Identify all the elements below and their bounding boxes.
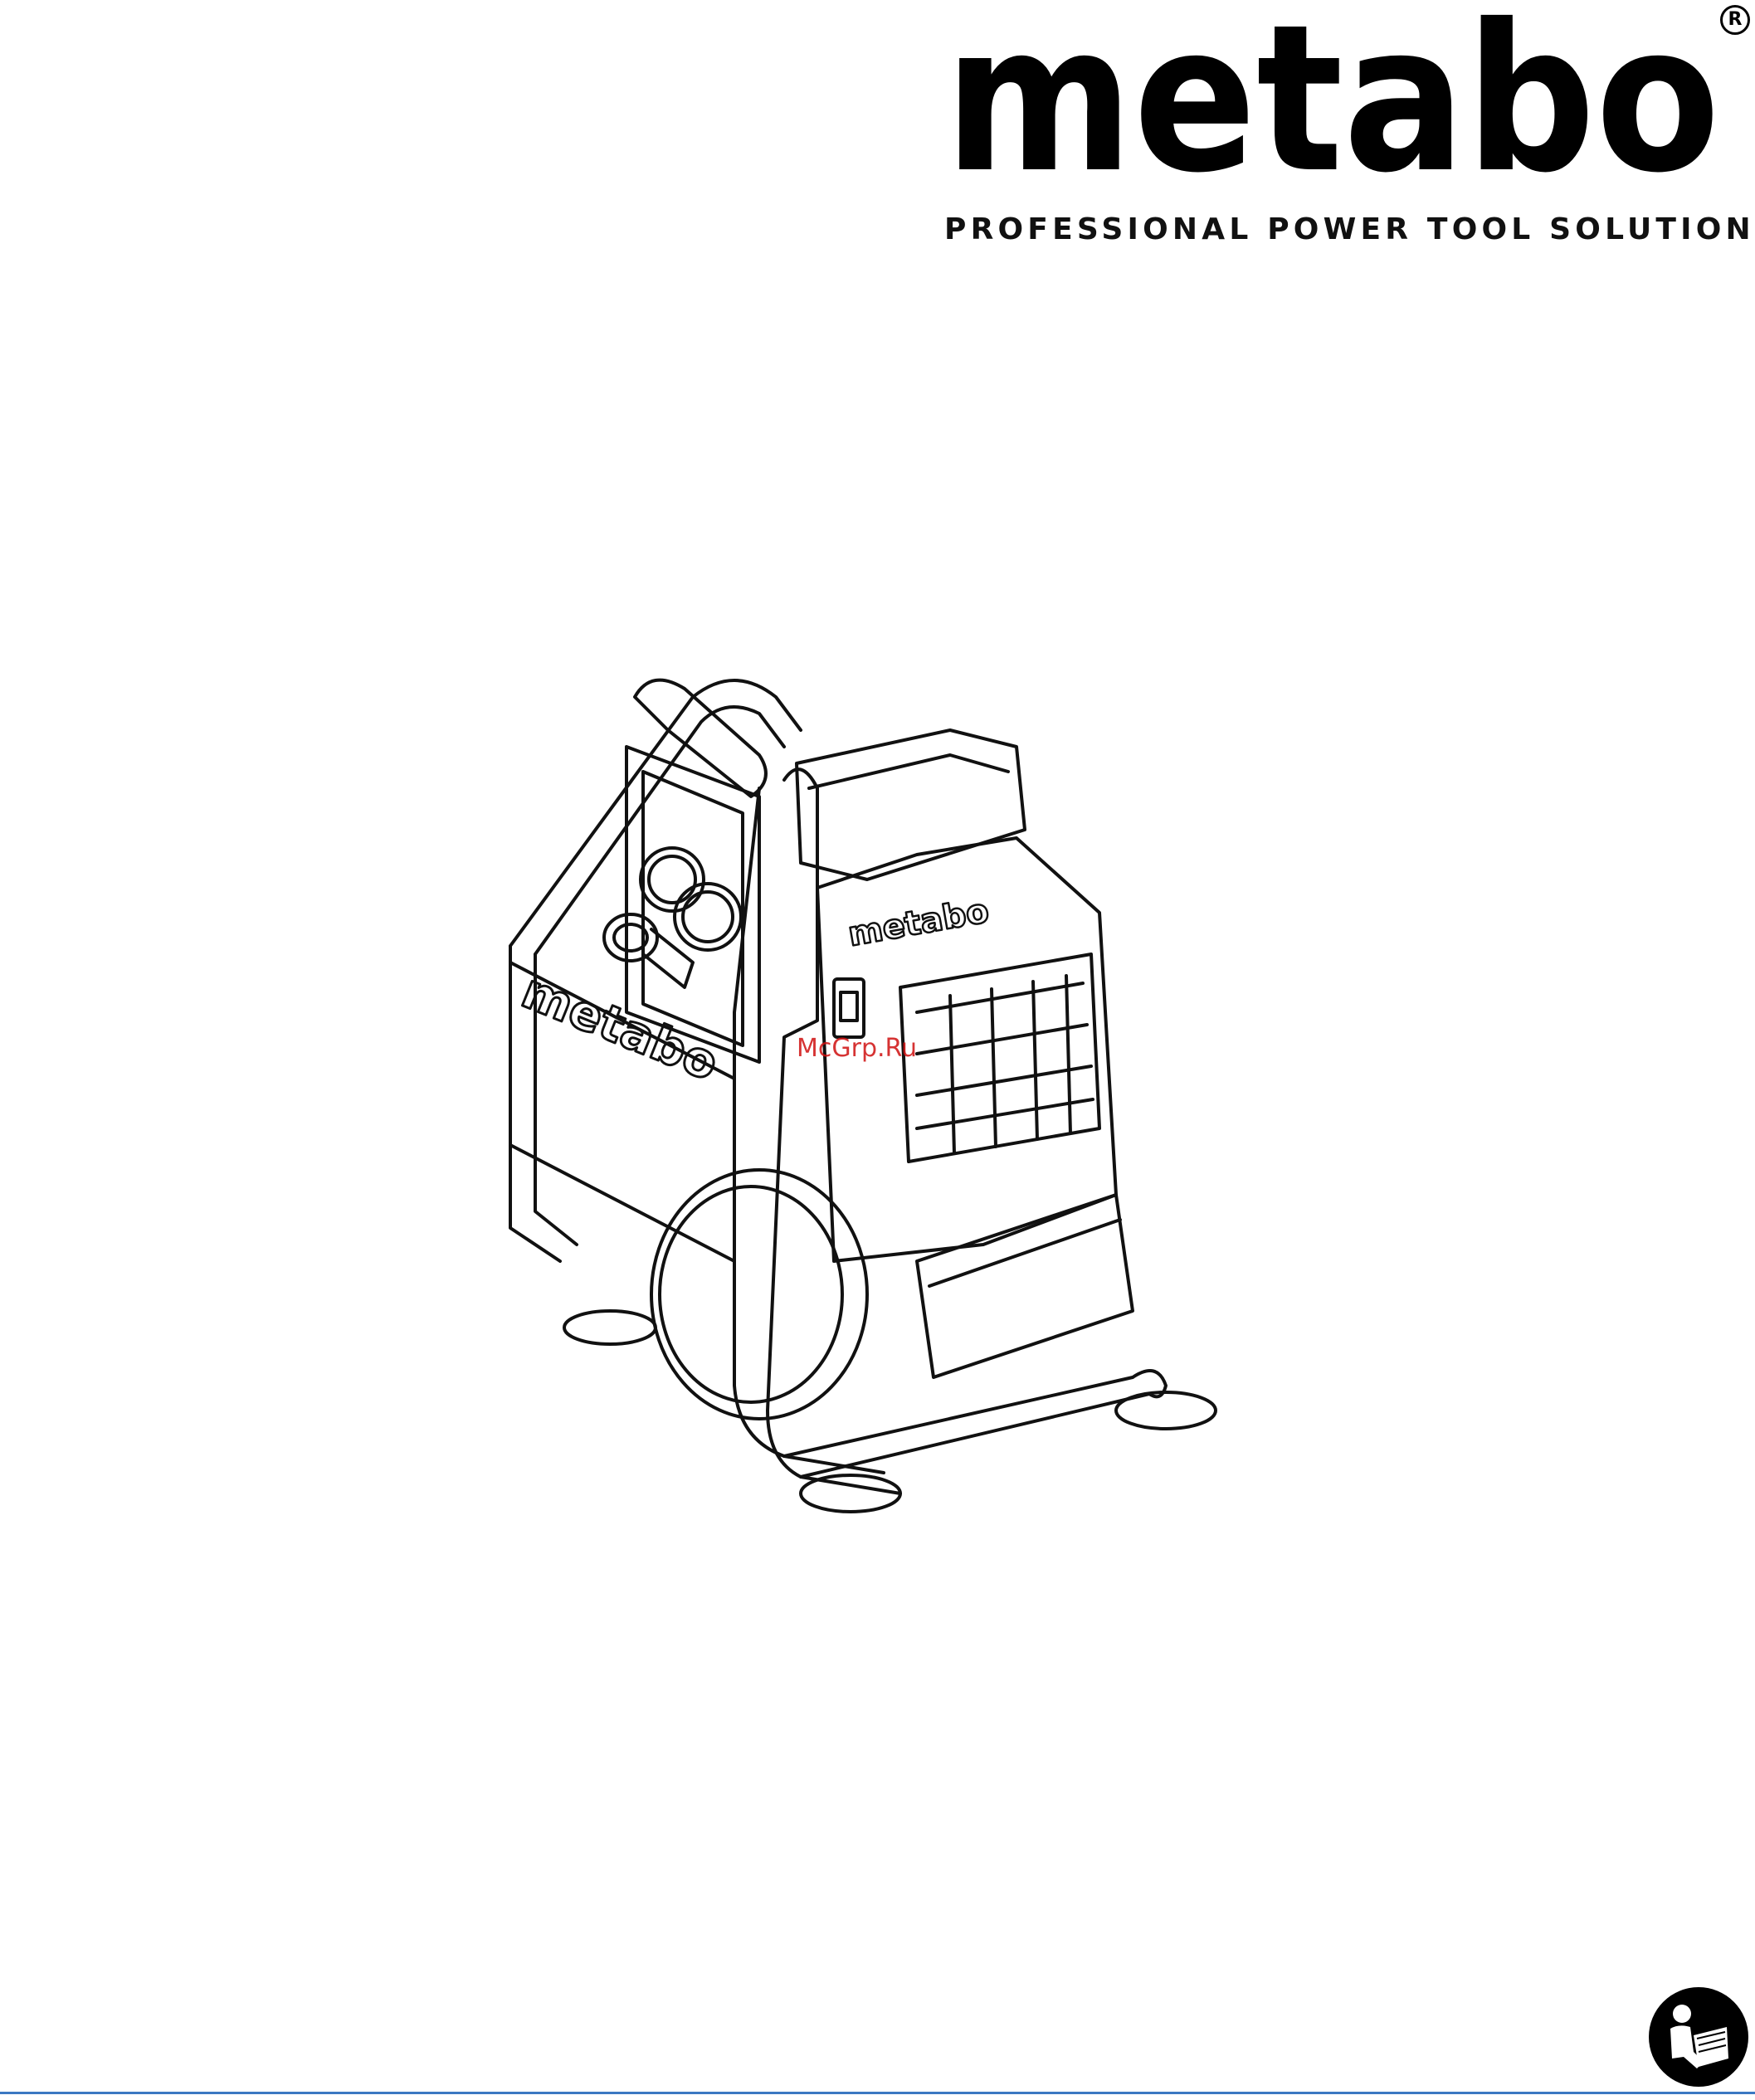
battery-pack-bottom [917,1195,1133,1377]
compressor-illustration: metabo metabo [485,664,1340,1518]
power-switch [834,979,864,1037]
metabo-logo: metabo [944,3,1733,182]
air-tank [651,1170,867,1419]
registered-trademark-icon: R [1720,5,1750,35]
rubber-foot [1116,1392,1216,1429]
watermark-text: McGrp.Ru [797,1034,917,1063]
rubber-foot [801,1475,900,1512]
side-logo-text: metabo [514,962,726,1092]
read-manual-icon [1647,1985,1750,2088]
footer-rule [0,2092,1755,2094]
regulator-knob [604,914,657,961]
rubber-foot [564,1311,656,1344]
vent-grille [900,954,1099,1162]
carry-handle [635,680,766,797]
brand-header: metabo R PROFESSIONAL POWER TOOL SOLUTIO… [944,3,1753,252]
front-logo-text: metabo [846,892,992,954]
brand-tagline: PROFESSIONAL POWER TOOL SOLUTIONS [944,212,1753,246]
logo-wordmark: metabo [944,3,1720,182]
base-rail [784,1371,1166,1477]
